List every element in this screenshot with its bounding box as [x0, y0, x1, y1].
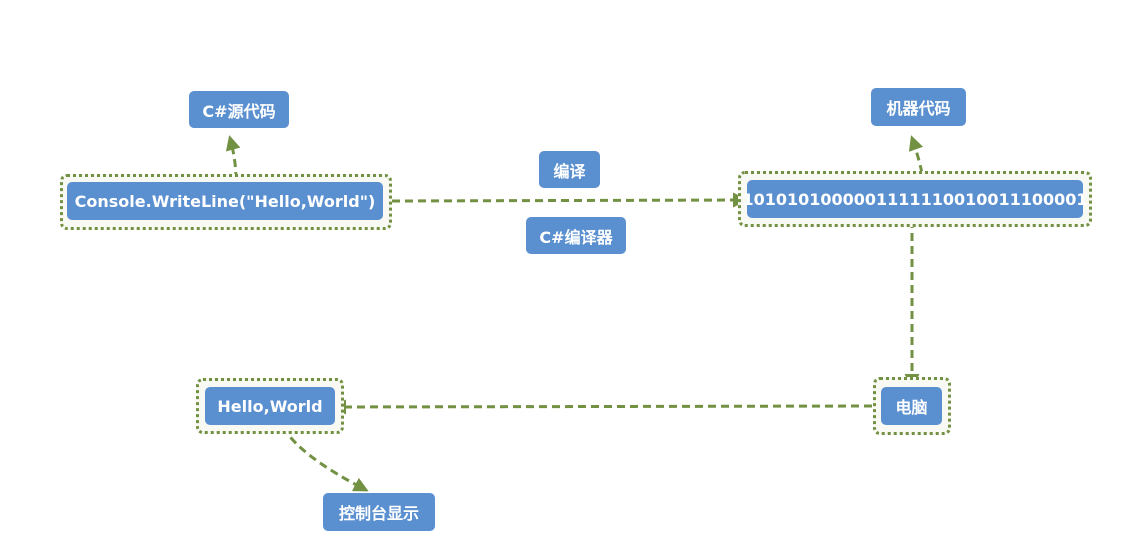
console-display-label: 控制台显示: [323, 493, 435, 531]
arrow-output-to-console-display: [281, 426, 369, 492]
arrow-code-to-machine-code: [391, 192, 748, 208]
machine-code-value: 1010101000001111110010011100001: [742, 180, 1088, 218]
source-code-statement: Console.WriteLine("Hello,World"): [67, 182, 383, 220]
compiler-label: C#编译器: [526, 217, 626, 254]
arrow-computer-to-output: [331, 399, 873, 415]
source-code-label: C#源代码: [189, 91, 289, 128]
output-text: Hello,World: [205, 387, 335, 425]
machine-code-label: 机器代码: [871, 88, 966, 126]
computer-node: 电脑: [881, 387, 942, 425]
arrow-machine-code-to-label: [908, 135, 924, 174]
compile-label: 编译: [539, 151, 600, 188]
